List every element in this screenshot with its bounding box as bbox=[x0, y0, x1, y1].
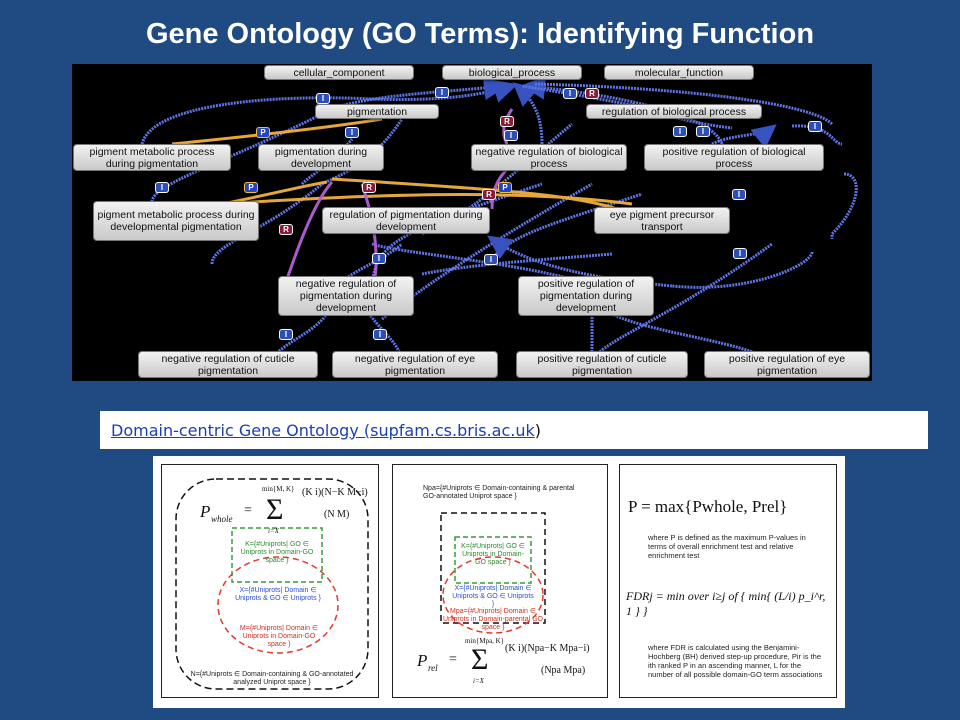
node-molecular-function[interactable]: molecular_function bbox=[604, 65, 754, 80]
node-pigment-metabolic-process-during-pigmentation[interactable]: pigment metabolic process during pigment… bbox=[73, 144, 231, 171]
p-max-fdr-box: P = max{Pwhole, Prel} where P is defined… bbox=[619, 464, 837, 698]
node-cellular-component[interactable]: cellular_component bbox=[264, 65, 414, 80]
equals-sign: = bbox=[244, 503, 252, 518]
regulates-badge: R bbox=[482, 189, 496, 200]
is-a-badge: I bbox=[563, 88, 577, 99]
sum-lower-bound-2: i=X bbox=[473, 677, 484, 685]
node-pigment-metabolic-process-during-developmental-pigmentation[interactable]: pigment metabolic process during develop… bbox=[93, 201, 259, 241]
node-pigmentation-during-development[interactable]: pigmentation during development bbox=[258, 144, 384, 171]
k-definition: K={#Uniprots| GO ∈ Uniprots in Domain-GO… bbox=[240, 541, 314, 564]
regulates-badge: R bbox=[362, 182, 376, 193]
node-negative-regulation-of-eye-pigmentation[interactable]: negative regulation of eye pigmentation bbox=[332, 351, 498, 378]
is-a-badge: I bbox=[155, 182, 169, 193]
summation-symbol-2: Σ bbox=[471, 643, 489, 676]
sum-upper-bound: min{M, K} bbox=[262, 485, 295, 493]
p-rel-subscript: rel bbox=[428, 663, 438, 673]
is-a-badge: I bbox=[316, 93, 330, 104]
is-a-badge: I bbox=[373, 329, 387, 340]
reference-link-bar: Domain-centric Gene Ontology (supfam.cs.… bbox=[100, 411, 928, 449]
node-pigmentation[interactable]: pigmentation bbox=[315, 104, 439, 119]
formula-panel: P whole = min{M, K} Σ i=X (K i)(N−K M−i)… bbox=[153, 456, 845, 708]
node-biological-process[interactable]: biological_process bbox=[442, 65, 582, 80]
n-definition: N={#Uniprots ∈ Domain-containing & GO-an… bbox=[190, 671, 354, 686]
k-definition-2: K={#Uniprots| GO ∈ Uniprots in Domain-GO… bbox=[461, 543, 525, 566]
is-a-badge: I bbox=[732, 189, 746, 200]
regulates-badge: R bbox=[500, 116, 514, 127]
binomial-ratio-2: (K i)(Npa−K Mpa−i) bbox=[505, 643, 590, 654]
domain-centric-go-link[interactable]: Domain-centric Gene Ontology (supfam.cs.… bbox=[111, 420, 535, 440]
binomial-denominator: (N M) bbox=[324, 509, 350, 520]
fdr-formula: FDRj = min over i≥j of { min{ (L/i) p_i^… bbox=[626, 589, 826, 618]
x-definition-2: X={#Uniprots| Domain ∈ Uniprots & GO ∈ U… bbox=[452, 585, 534, 608]
x-definition: X={#Uniprots| Domain ∈ Uniprots & GO ∈ U… bbox=[235, 587, 321, 602]
sum-lower-bound: i=X bbox=[268, 527, 279, 535]
link-suffix: ) bbox=[534, 420, 542, 440]
node-negative-regulation-of-pigmentation-during-development[interactable]: negative regulation of pigmentation duri… bbox=[278, 276, 414, 316]
slide-title: Gene Ontology (GO Terms): Identifying Fu… bbox=[145, 18, 815, 50]
sum-upper-bound-2: min{Mpa, K} bbox=[465, 637, 504, 645]
is-a-badge: I bbox=[673, 126, 687, 137]
is-a-badge: I bbox=[733, 248, 747, 259]
p-whole-subscript: whole bbox=[211, 514, 233, 524]
p-whole-symbol: P bbox=[200, 502, 211, 521]
equals-sign-2: = bbox=[449, 652, 457, 667]
node-regulation-of-pigmentation-during-development[interactable]: regulation of pigmentation during develo… bbox=[322, 207, 490, 234]
is-a-badge: I bbox=[345, 127, 359, 138]
part-of-badge: P bbox=[498, 182, 512, 193]
node-negative-regulation-of-biological-process[interactable]: negative regulation of biological proces… bbox=[471, 144, 627, 171]
p-rel-symbol: P bbox=[417, 651, 428, 670]
npa-definition: Npa={#Uniprots ∈ Domain-containing & par… bbox=[423, 485, 575, 500]
p-max-formula: P = max{Pwhole, Prel} bbox=[628, 497, 788, 516]
p-whole-box: P whole = min{M, K} Σ i=X (K i)(N−K M−i)… bbox=[161, 464, 379, 698]
is-a-badge: I bbox=[372, 253, 386, 264]
binomial-denominator-2: (Npa Mpa) bbox=[541, 665, 586, 676]
is-a-badge: I bbox=[435, 87, 449, 98]
node-positive-regulation-of-biological-process[interactable]: positive regulation of biological proces… bbox=[644, 144, 824, 171]
node-eye-pigment-precursor-transport[interactable]: eye pigment precursor transport bbox=[594, 207, 730, 234]
binomial-ratio: (K i)(N−K M−i) bbox=[302, 487, 368, 498]
part-of-badge: P bbox=[244, 182, 258, 193]
is-a-badge: I bbox=[808, 121, 822, 132]
is-a-badge: I bbox=[484, 254, 498, 265]
node-regulation-of-biological-process[interactable]: regulation of biological process bbox=[586, 104, 762, 119]
node-positive-regulation-of-pigmentation-during-development[interactable]: positive regulation of pigmentation duri… bbox=[518, 276, 654, 316]
p-whole-diagram bbox=[175, 478, 369, 690]
p-rel-box: Npa={#Uniprots ∈ Domain-containing & par… bbox=[392, 464, 608, 698]
p-max-note: where P is defined as the maximum P-valu… bbox=[648, 533, 806, 560]
is-a-badge: I bbox=[504, 130, 518, 141]
is-a-badge: I bbox=[696, 126, 710, 137]
node-positive-regulation-of-cuticle-pigmentation[interactable]: positive regulation of cuticle pigmentat… bbox=[516, 351, 688, 378]
p-rel-diagram bbox=[440, 512, 546, 634]
node-positive-regulation-of-eye-pigmentation[interactable]: positive regulation of eye pigmentation bbox=[704, 351, 870, 378]
mpa-definition: Mpa={#Uniprots| Domain ∈ Uniprots in Dom… bbox=[443, 608, 543, 631]
fdr-note: where FDR is calculated using the Benjam… bbox=[648, 643, 823, 679]
regulates-badge: R bbox=[279, 224, 293, 235]
regulates-badge: R bbox=[585, 88, 599, 99]
is-a-badge: I bbox=[279, 329, 293, 340]
summation-symbol: Σ bbox=[266, 493, 284, 526]
go-term-graph: cellular_component biological_process mo… bbox=[72, 64, 872, 381]
m-definition: M={#Uniprots| Domain ∈ Uniprots in Domai… bbox=[239, 625, 319, 648]
node-negative-regulation-of-cuticle-pigmentation[interactable]: negative regulation of cuticle pigmentat… bbox=[138, 351, 318, 378]
part-of-badge: P bbox=[256, 127, 270, 138]
